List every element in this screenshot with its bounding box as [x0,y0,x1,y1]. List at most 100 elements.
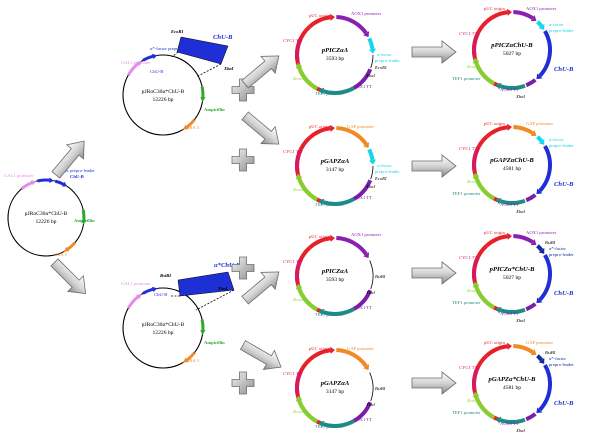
product-promoter-label: GAP promoter [526,340,553,345]
product-alpha-label-2: prepro-leader [549,252,574,257]
product-cyc1-label: CYC1 TT [459,255,478,260]
product-cyc1-segment [472,32,480,57]
fragment-2-ura-segment [183,351,196,363]
product-tef1-segment [495,416,526,424]
vector-alpha-label: α-factor [377,163,392,168]
arrow-to-vector-4 [237,335,287,377]
product-zeocin-label: Zeocin [467,64,480,69]
vector-promoter-label: AOX1 promoter [351,232,382,237]
fragment-2-gal1-label: GAL1 promoter [121,281,151,286]
product-cyc1-label: CYC1 TT [459,31,478,36]
fragment-2: pJRoC30α*ChU-B 12226 bp BstBI α*ChU-B Xb… [121,262,241,369]
vector-promoter-segment [336,126,370,149]
source-plasmid-name: pJRoC30α*ChU-B [25,211,68,217]
vector-size: 3147 bp [326,167,344,173]
product-zeocin-segment [472,172,496,201]
arrow-to-product-2 [411,154,457,178]
product-tef1-label: TEF1 promoter [452,300,481,305]
source-amp-label: Ampicillin [74,218,95,223]
fragment-1-chu-segment [142,53,158,62]
product-name: pGAPZα*ChU-B [488,376,536,383]
fragment-1-chu-label: ChU-B [150,69,163,74]
product-alpha-label-2: prepro-leader [549,143,574,148]
vector-tef1-segment [318,197,355,206]
vector-mcs [370,54,374,69]
vector-alpha-segment [367,148,377,165]
product-chu-label: ChU-B [554,181,574,188]
fragment-2-chu-label: ChU-B [154,292,167,297]
product-name: pPICZα*ChU-B [489,266,535,273]
vector-size: 3147 bp [326,389,344,395]
vector-zeocin-label: Zeocin [293,409,306,414]
product-promoter-segment [513,344,537,356]
product-size: 5027 bp [503,275,521,281]
product-zeocin-label: Zeocin [467,179,480,184]
vector-zeocin-label: Zeocin [293,187,306,192]
product-alpha-label-2: prepro-leader [549,362,574,367]
product-promoter-label: GAP promoter [526,121,553,126]
vector-alpha-segment [367,37,377,54]
fragment-2-right-site: XbaI [217,286,228,291]
source-ura-label: URA 3 [54,252,68,257]
vector-alpha-label-2: prepro-leader [375,58,400,63]
vector-site1-label: BstBI [375,274,386,279]
product-zeocin-label: Zeocin [467,288,480,293]
source-alpha-segment [37,177,54,183]
vector-puc-segment-2 [308,346,335,362]
arrow-to-product-3 [411,261,457,285]
vector-tef1-segment [318,307,355,316]
fragment-2-cut-right [195,289,235,311]
product-promoter-segment [513,125,537,137]
arrow-to-vector-2 [237,107,287,153]
fragment-1-cut-left [171,51,179,58]
vector-aox1tt-label: AOX1 TT [353,84,372,89]
product-alpha-segment [536,20,545,30]
vector-alpha-label: α-factor [377,52,392,57]
product-puc-segment-2 [485,342,512,358]
source-chu-label: ChU-B [70,174,84,179]
vector-origin-label: pUC origin [309,346,331,351]
product-chu-segment [536,254,552,304]
product-plasmid-4: pGAPZα*ChU-B 4581 bp pUC origin GAP promote… [452,340,574,433]
product-aox1tt-segment [525,412,537,422]
product-cyc1-label: CYC1 TT [459,146,478,151]
plus-icon-2 [231,148,255,172]
product-origin-label: pUC origin [484,340,506,345]
vector-tef1-segment [318,86,355,95]
product-tef1-segment [495,82,526,90]
product-zeocin-label: Zeocin [467,398,480,403]
vector-site2-label: XbaI [365,402,375,407]
product-cyc1-segment [472,147,480,172]
vector-cyc1-segment [295,148,303,173]
vector-puc-segment-2 [308,234,335,250]
product-size: 4581 bp [503,385,521,391]
vector-promoter-segment [336,236,370,259]
source-ura-segment [63,241,77,252]
plus-icon-3 [231,256,255,280]
product-site2-label: XbaI [515,209,525,214]
product-zeocin-segment [472,57,496,86]
fragment-2-insert-label: α*ChU-B [214,262,241,269]
vector-promoter-label: GAP promoter [347,124,374,129]
fragment-2-plasmid-size: 12226 bp [153,330,174,336]
product-cyc1-segment [472,366,480,391]
vector-zeocin-segment [295,62,319,91]
vector-name: pPICZαA [321,47,349,54]
arrow-to-product-4 [411,371,457,395]
vector-aox1tt-label: AOX1 TT [353,305,372,310]
source-gal1-label: GAL1 promoter [4,173,34,178]
vector-cyc1-label: CYC1 TT [283,371,302,376]
source-amp-segment [81,209,87,225]
vector-cyc1-label: CYC1 TT [283,259,302,264]
fragment-1-gal1-label: GAL1 promoter [121,60,151,65]
product-tef1-label: TEF1 promoter [452,191,481,196]
vector-promoter-segment [336,15,370,38]
vector-cyc1-segment [295,370,303,395]
vector-tef1-label: TEF1 promoter [315,202,344,207]
product-zeocin-segment [472,391,496,420]
product-chu-segment [536,145,552,195]
product-size: 5027 bp [503,51,521,57]
fragment-1-amp-segment [200,86,206,102]
